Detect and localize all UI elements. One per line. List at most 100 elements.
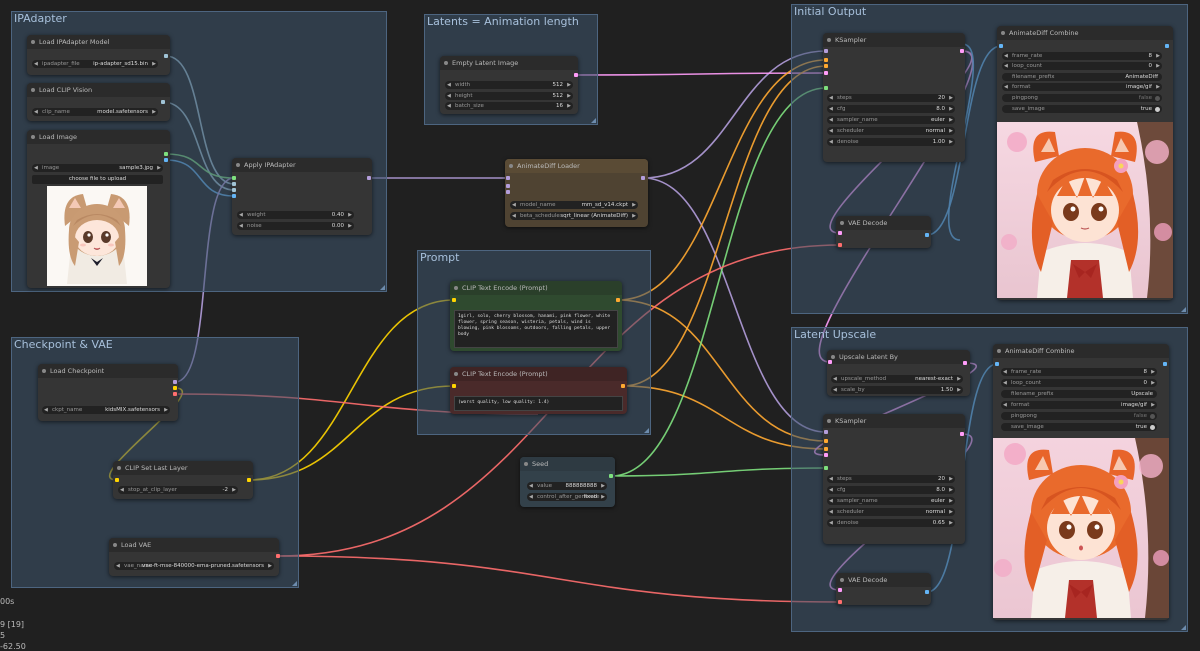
node-port[interactable] <box>995 362 999 366</box>
arrow-right-icon[interactable]: ▶ <box>957 386 961 393</box>
node-port[interactable] <box>824 71 828 75</box>
resize-handle[interactable] <box>1181 307 1186 312</box>
node-port[interactable] <box>161 100 165 104</box>
node-port[interactable] <box>452 298 456 302</box>
arrow-left-icon[interactable]: ◀ <box>1003 401 1007 408</box>
arrow-right-icon[interactable]: ▶ <box>601 493 605 500</box>
node-port[interactable] <box>1165 44 1169 48</box>
node-header[interactable]: AnimateDiff Combine <box>993 344 1169 358</box>
node-port[interactable] <box>232 188 236 192</box>
arrow-right-icon[interactable]: ▶ <box>268 562 272 569</box>
arrow-right-icon[interactable]: ▶ <box>949 127 953 134</box>
toggle-icon[interactable] <box>1155 106 1160 112</box>
node-port[interactable] <box>232 182 236 186</box>
node-header[interactable]: KSampler <box>823 414 965 428</box>
node-port[interactable] <box>621 384 625 388</box>
node-port[interactable] <box>824 49 828 53</box>
node-header[interactable]: Apply IPAdapter <box>232 158 372 172</box>
arrow-left-icon[interactable]: ◀ <box>116 562 120 569</box>
arrow-left-icon[interactable]: ◀ <box>34 164 38 171</box>
node-port[interactable] <box>232 194 236 198</box>
node-port[interactable] <box>452 384 456 388</box>
node-header[interactable]: Load Image <box>27 130 170 144</box>
node-port[interactable] <box>232 176 236 180</box>
arrow-left-icon[interactable]: ◀ <box>829 519 833 526</box>
node-header[interactable]: AnimateDiff Loader <box>505 159 648 173</box>
node-collapse-dot-icon[interactable] <box>827 419 831 423</box>
resize-handle[interactable] <box>292 581 297 586</box>
arrow-right-icon[interactable]: ▶ <box>567 81 571 88</box>
node-collapse-dot-icon[interactable] <box>31 135 35 139</box>
node-port[interactable] <box>824 58 828 62</box>
resize-handle[interactable] <box>591 118 596 123</box>
arrow-right-icon[interactable]: ▶ <box>152 108 156 115</box>
node-collapse-dot-icon[interactable] <box>997 349 1001 353</box>
prompt-textarea[interactable]: 1girl, solo, cherry blossom, hanami, pin… <box>454 310 618 348</box>
arrow-left-icon[interactable]: ◀ <box>833 375 837 382</box>
node-collapse-dot-icon[interactable] <box>827 38 831 42</box>
negative-prompt-textarea[interactable]: (worst quality, low quality: 1.4) <box>454 396 623 411</box>
node-header[interactable]: AnimateDiff Combine <box>997 26 1173 40</box>
node-collapse-dot-icon[interactable] <box>444 61 448 65</box>
node-collapse-dot-icon[interactable] <box>31 88 35 92</box>
node-header[interactable]: VAE Decode <box>836 216 931 230</box>
arrow-right-icon[interactable]: ▶ <box>949 94 953 101</box>
arrow-right-icon[interactable]: ▶ <box>348 222 352 229</box>
node-header[interactable]: Empty Latent Image <box>440 56 578 70</box>
arrow-right-icon[interactable]: ▶ <box>157 164 161 171</box>
node-collapse-dot-icon[interactable] <box>1001 31 1005 35</box>
arrow-left-icon[interactable]: ◀ <box>34 108 38 115</box>
arrow-left-icon[interactable]: ◀ <box>829 497 833 504</box>
node-collapse-dot-icon[interactable] <box>117 466 121 470</box>
node-port[interactable] <box>824 439 828 443</box>
arrow-left-icon[interactable]: ◀ <box>829 94 833 101</box>
number-stop-at-clip-layer[interactable]: ◀stop_at_clip_layer-2▶ <box>118 486 238 494</box>
arrow-left-icon[interactable]: ◀ <box>829 116 833 123</box>
arrow-right-icon[interactable]: ▶ <box>632 212 636 219</box>
arrow-left-icon[interactable]: ◀ <box>239 222 243 229</box>
node-vae-decode-initial[interactable]: VAE Decode <box>836 216 931 248</box>
node-header[interactable]: Load CLIP Vision <box>27 83 170 97</box>
arrow-left-icon[interactable]: ◀ <box>1004 52 1008 59</box>
resize-handle[interactable] <box>644 428 649 433</box>
node-header[interactable]: CLIP Text Encode (Prompt) <box>450 281 622 295</box>
arrow-right-icon[interactable]: ▶ <box>949 508 953 515</box>
arrow-left-icon[interactable]: ◀ <box>120 486 124 493</box>
arrow-left-icon[interactable]: ◀ <box>1003 368 1007 375</box>
node-collapse-dot-icon[interactable] <box>113 543 117 547</box>
arrow-right-icon[interactable]: ▶ <box>949 105 953 112</box>
node-collapse-dot-icon[interactable] <box>831 355 835 359</box>
node-port[interactable] <box>641 176 645 180</box>
node-port[interactable] <box>173 380 177 384</box>
node-collapse-dot-icon[interactable] <box>840 578 844 582</box>
arrow-left-icon[interactable]: ◀ <box>1004 62 1008 69</box>
arrow-right-icon[interactable]: ▶ <box>1156 83 1160 90</box>
node-clip-text-encode-negative[interactable]: CLIP Text Encode (Prompt) (worst quality… <box>450 367 627 414</box>
arrow-left-icon[interactable]: ◀ <box>447 81 451 88</box>
node-port[interactable] <box>506 184 510 188</box>
arrow-right-icon[interactable]: ▶ <box>632 201 636 208</box>
node-vae-decode-upscale[interactable]: VAE Decode <box>836 573 931 605</box>
arrow-left-icon[interactable]: ◀ <box>447 92 451 99</box>
node-port[interactable] <box>824 447 828 451</box>
node-port[interactable] <box>828 360 832 364</box>
